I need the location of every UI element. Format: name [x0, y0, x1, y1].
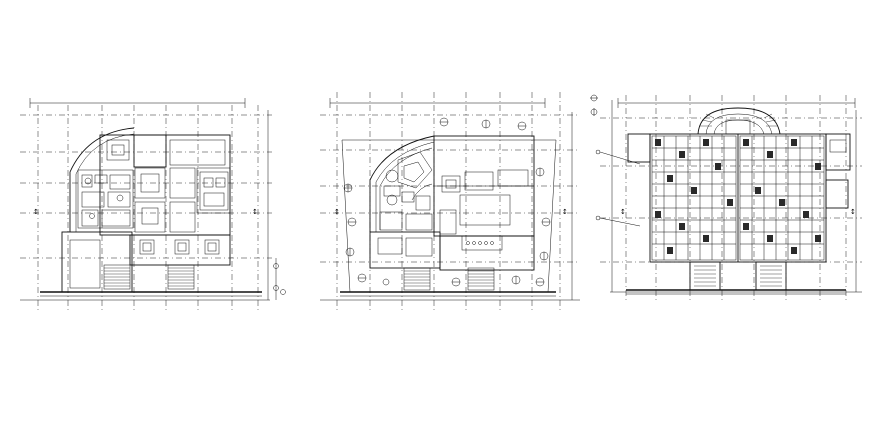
parking-stalls [651, 135, 825, 261]
ramp-top [697, 107, 781, 135]
stair-left-1 [103, 264, 131, 290]
stair-middle-2 [467, 267, 495, 291]
floor-plan-middle: ↕ ↕ [320, 92, 580, 312]
stair-middle-1 [403, 267, 431, 291]
svg-text:↕: ↕ [850, 208, 856, 216]
stair-left-2 [167, 264, 195, 290]
rooms-cluster-left [77, 169, 229, 229]
svg-text:↕: ↕ [620, 208, 626, 216]
svg-text:↕: ↕ [562, 208, 568, 216]
svg-text:↕: ↕ [252, 208, 258, 216]
floor-plan-right: ↕ ↕ [590, 94, 862, 300]
svg-text:↕: ↕ [334, 208, 340, 216]
ramp-bottom-right [760, 265, 782, 287]
svg-text:↕: ↕ [33, 208, 39, 216]
ramp-bottom-left [694, 265, 716, 287]
floor-plan-left: ↕ ↕ [20, 98, 286, 312]
lounge-area [379, 147, 433, 231]
landscape-trees [343, 117, 551, 287]
